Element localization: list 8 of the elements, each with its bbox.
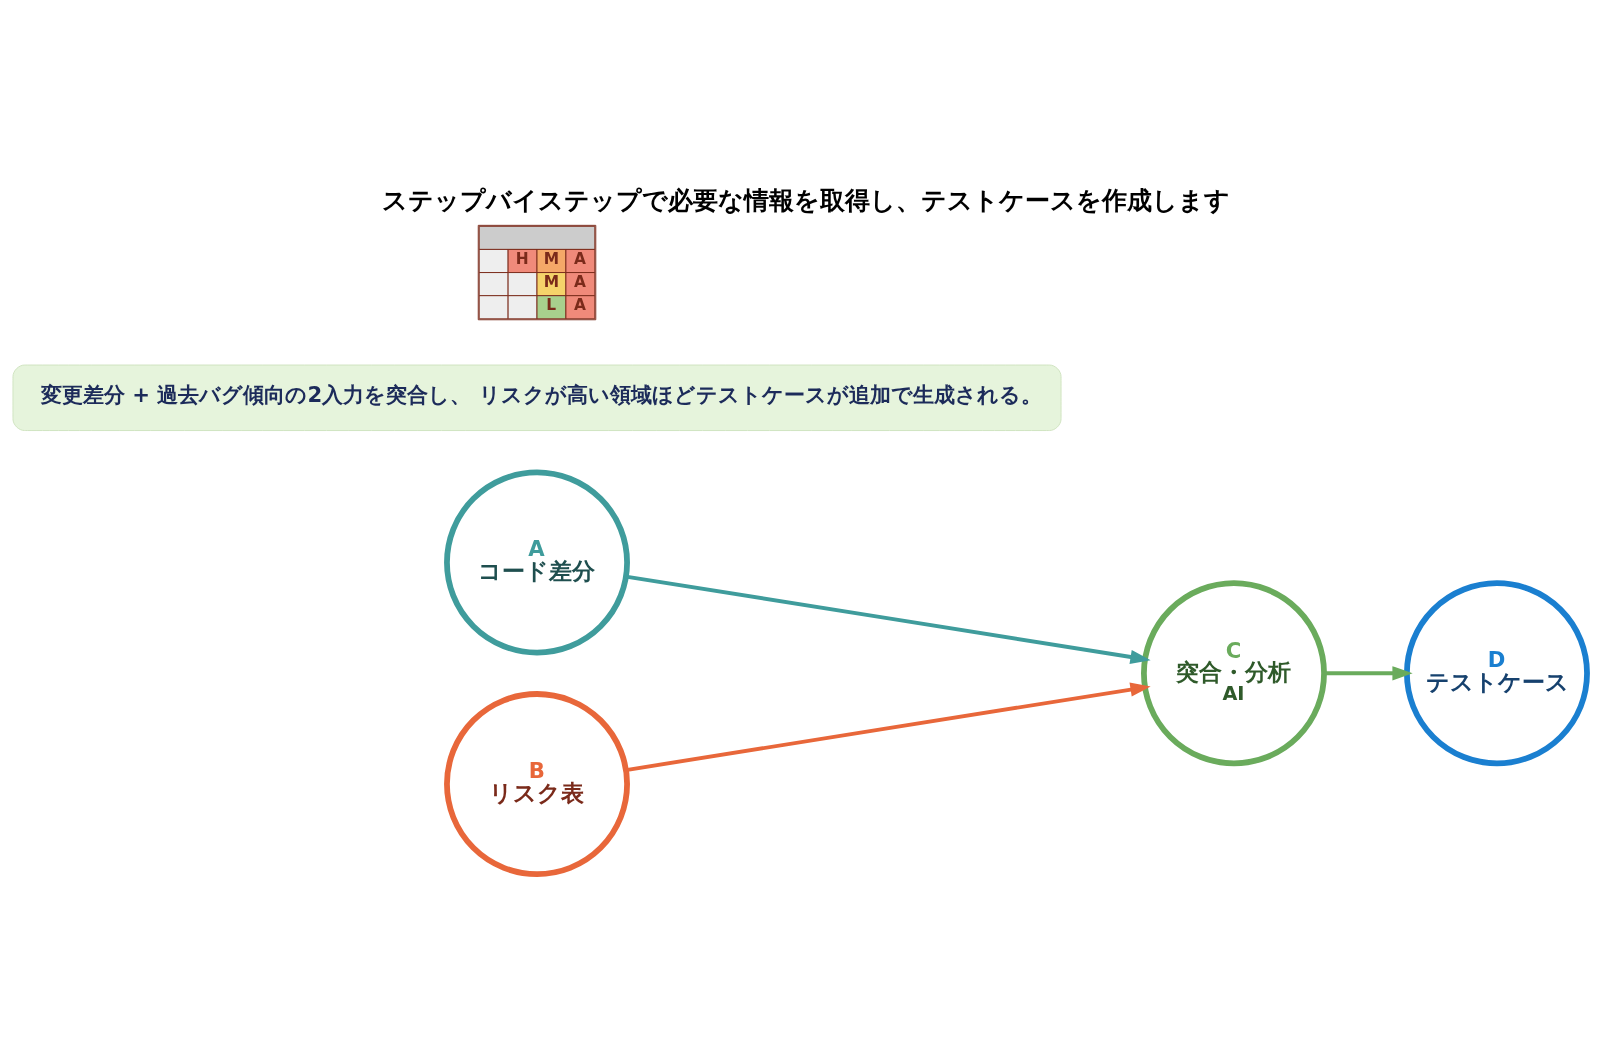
label: L xyxy=(546,295,556,314)
label: A xyxy=(574,249,587,268)
label: A xyxy=(574,295,587,314)
label: A xyxy=(574,272,587,291)
label: M xyxy=(543,249,560,268)
label: H xyxy=(515,249,529,268)
diagram-title: ステップバイステップで必要な情報を取得し、テストケースを作成します xyxy=(382,185,1231,215)
label: M xyxy=(543,272,560,291)
